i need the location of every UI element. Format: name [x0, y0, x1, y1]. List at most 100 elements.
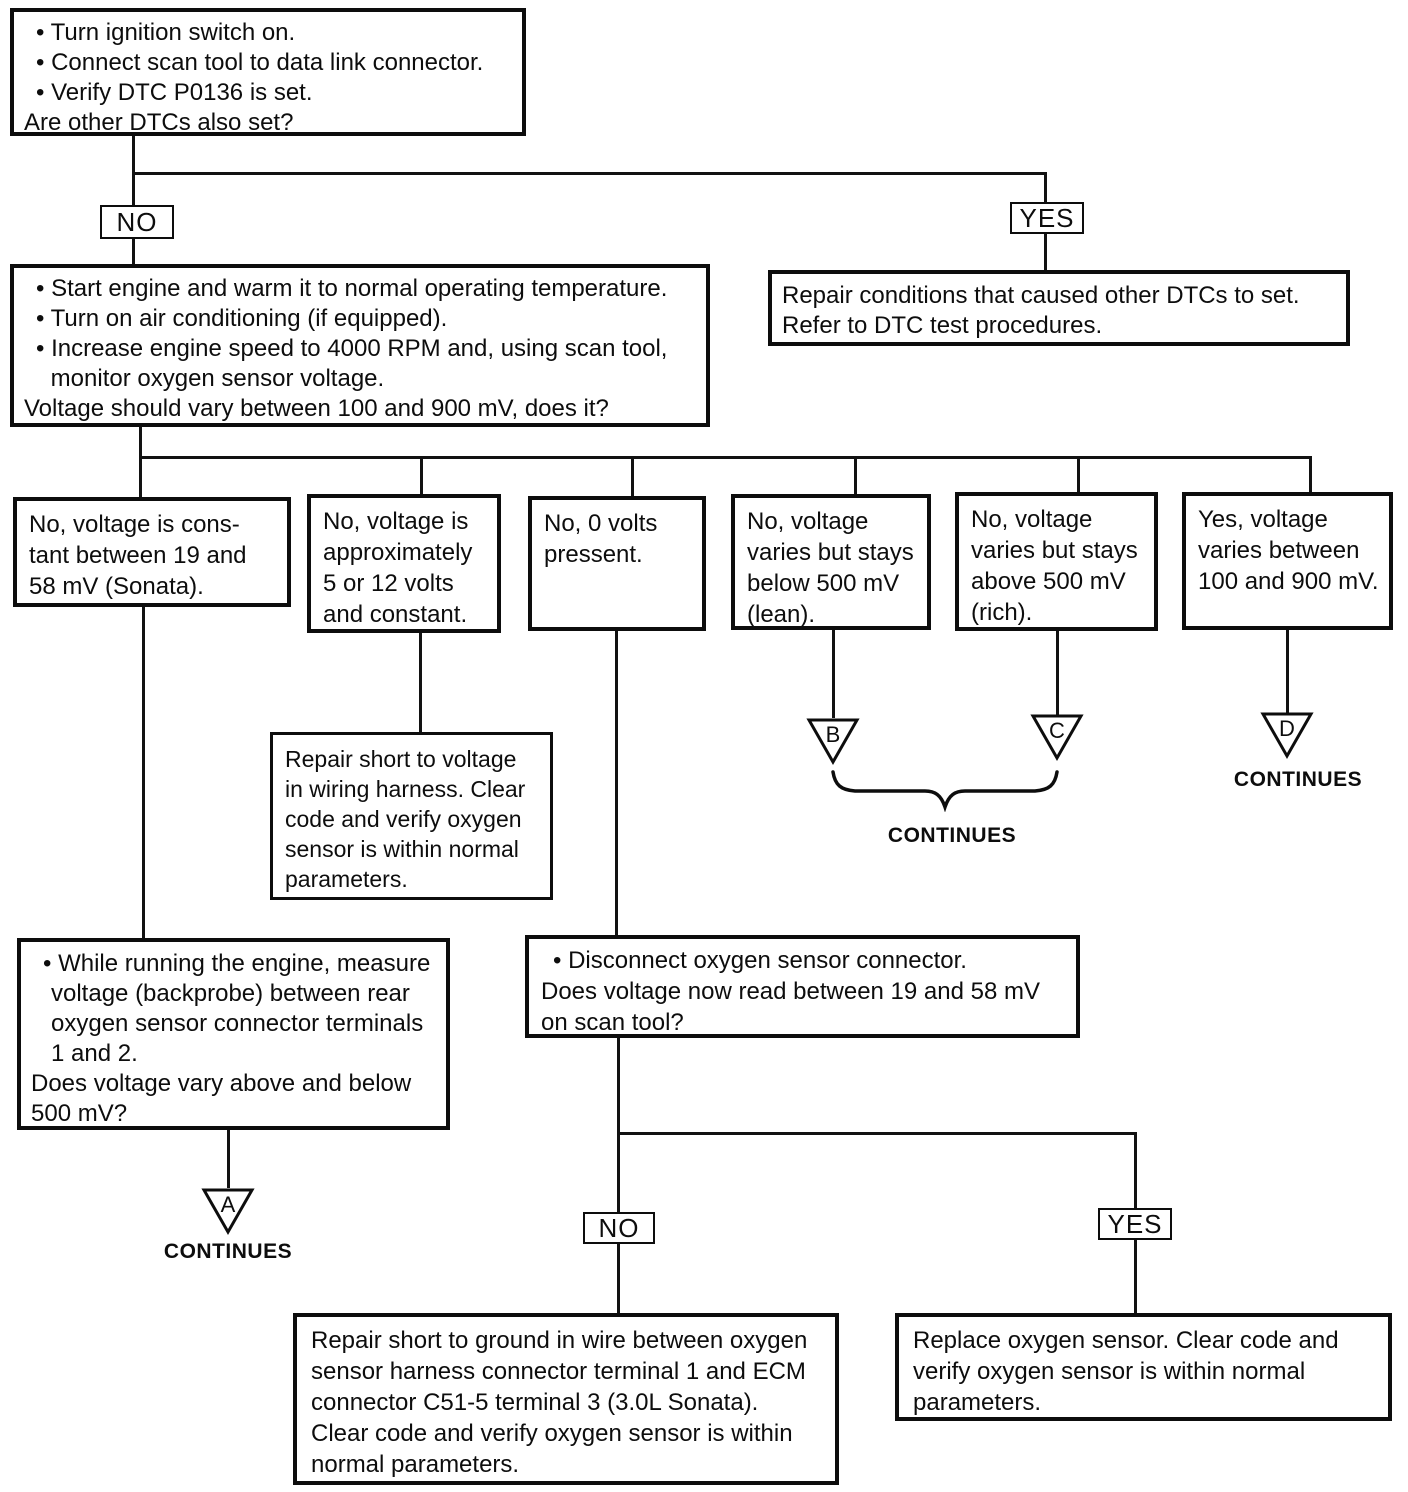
box-line: • Disconnect oxygen sensor connector.: [553, 947, 967, 974]
box-line: No, voltage: [971, 506, 1093, 533]
box-line: pressent.: [544, 541, 643, 568]
box-line: below 500 mV: [747, 570, 900, 597]
continues-label-a: CONTINUES: [163, 1240, 293, 1263]
box-line: No, voltage is cons-: [29, 511, 240, 538]
branch1-no-text: NO: [116, 206, 158, 237]
flow-line: [142, 606, 145, 939]
flow-line: [854, 456, 857, 495]
flow-line: [832, 629, 835, 718]
box-line: 100 and 900 mV.: [1198, 568, 1379, 595]
box-line: 5 or 12 volts: [323, 570, 454, 597]
box-line: Refer to DTC test procedures.: [782, 312, 1103, 339]
box-line: No, 0 volts: [544, 510, 658, 537]
box-line: code and verify oxygen: [285, 806, 522, 832]
box-line: • Verify DTC P0136 is set.: [36, 79, 313, 106]
box-line: parameters.: [285, 866, 408, 892]
box-line: Are other DTCs also set?: [24, 109, 294, 136]
flow-line: [1309, 456, 1312, 493]
branch2-yes-label: YES: [1098, 1208, 1172, 1240]
box-line: varies but stays: [747, 539, 914, 566]
while-running-box: • While running the engine, measure volt…: [17, 938, 450, 1130]
box-line: connector C51-5 terminal 3 (3.0L Sonata)…: [311, 1389, 759, 1416]
box-line: • Turn ignition switch on.: [36, 19, 296, 46]
result-constant-19-58-box: No, voltage is cons-tant between 19 and 5…: [13, 497, 291, 607]
box-line: Clear code and verify oxygen sensor is w…: [311, 1420, 793, 1447]
branch2-no-label: NO: [583, 1212, 655, 1244]
box-line: Does voltage vary above and below: [31, 1070, 412, 1097]
box-line: above 500 mV: [971, 568, 1126, 595]
connector-letter-a: A: [221, 1192, 236, 1217]
box-line: No, voltage is: [323, 508, 469, 535]
brace-icon: [831, 770, 1059, 812]
box-line: parameters.: [913, 1389, 1042, 1416]
box-line: No, voltage: [747, 508, 869, 535]
box-line: voltage (backprobe) between rear: [31, 980, 410, 1007]
box-line: Repair conditions that caused other DTCs…: [782, 282, 1300, 309]
flow-line: [617, 1132, 1137, 1135]
flow-line: [617, 1243, 620, 1313]
box-line: approximately: [323, 539, 473, 566]
repair-other-dtcs-box: Repair conditions that caused other DTCs…: [768, 270, 1350, 346]
box-line: Repair short to ground in wire between o…: [311, 1327, 808, 1354]
disconnect-sensor-box: • Disconnect oxygen sensor connector.Doe…: [525, 935, 1080, 1038]
flow-line: [1056, 630, 1059, 716]
offpage-connector-a-icon: A: [201, 1188, 255, 1236]
box-line: sensor harness connector terminal 1 and …: [311, 1358, 806, 1385]
start-box: • Turn ignition switch on. • Connect scan…: [10, 8, 526, 136]
repair-short-ground-box: Repair short to ground in wire between o…: [293, 1313, 839, 1485]
connector-letter-c: C: [1049, 718, 1065, 743]
connector-letter-b: B: [826, 722, 841, 747]
flow-line: [631, 456, 634, 497]
branch2-yes-text: YES: [1107, 1208, 1163, 1239]
box-line: • Increase engine speed to 4000 RPM and,…: [36, 335, 668, 362]
engine-test-box: • Start engine and warm it to normal ope…: [10, 264, 710, 427]
box-line: varies but stays: [971, 537, 1138, 564]
flow-line: [132, 238, 135, 265]
flow-line: [139, 456, 1312, 459]
offpage-connector-d-icon: D: [1260, 712, 1314, 760]
flow-line: [419, 632, 422, 733]
box-line: monitor oxygen sensor voltage.: [24, 365, 385, 392]
offpage-connector-b-icon: B: [806, 718, 860, 766]
box-line: verify oxygen sensor is within normal: [913, 1358, 1306, 1385]
flow-line: [132, 135, 135, 175]
offpage-connector-c-icon: C: [1030, 714, 1084, 762]
box-line: (lean).: [747, 601, 816, 628]
flow-line: [1134, 1132, 1137, 1208]
flow-line: [227, 1129, 230, 1188]
box-line: 1 and 2.: [31, 1040, 138, 1067]
flow-line: [132, 172, 1045, 175]
flow-line: [617, 1037, 620, 1135]
result-rich-box: No, voltage varies but stays above 500 mV (…: [955, 492, 1158, 631]
continues-label-bc: CONTINUES: [887, 824, 1017, 847]
box-line: • Connect scan tool to data link connect…: [36, 49, 484, 76]
box-line: Replace oxygen sensor. Clear code and: [913, 1327, 1339, 1354]
flow-line: [617, 1132, 620, 1212]
box-line: Yes, voltage: [1198, 506, 1328, 533]
flow-line: [1286, 629, 1289, 713]
flow-line: [1044, 172, 1047, 203]
box-line: varies between: [1198, 537, 1360, 564]
branch1-no-label: NO: [100, 205, 174, 239]
result-0-volts-box: No, 0 volts pressent.: [528, 496, 706, 631]
replace-sensor-box: Replace oxygen sensor. Clear code and ver…: [895, 1313, 1392, 1421]
box-line: oxygen sensor connector terminals: [31, 1010, 424, 1037]
flow-line: [1134, 1239, 1137, 1313]
box-line: 58 mV (Sonata).: [29, 573, 204, 600]
flow-line: [1044, 233, 1047, 271]
box-line: (rich).: [971, 599, 1033, 626]
box-line: • Turn on air conditioning (if equipped)…: [36, 305, 448, 332]
branch1-yes-text: YES: [1019, 202, 1075, 233]
continues-label-d: CONTINUES: [1233, 768, 1363, 791]
box-line: tant between 19 and: [29, 542, 247, 569]
flow-line: [615, 630, 618, 936]
flow-line: [139, 426, 142, 498]
branch1-yes-label: YES: [1010, 202, 1084, 234]
box-line: Repair short to voltage: [285, 746, 517, 772]
box-line: Voltage should vary between 100 and 900 …: [24, 395, 609, 422]
box-line: and constant.: [323, 601, 468, 628]
result-normal-box: Yes, voltage varies between 100 and 900 mV…: [1182, 492, 1393, 630]
box-line: sensor is within normal: [285, 836, 519, 862]
connector-letter-d: D: [1279, 716, 1295, 741]
